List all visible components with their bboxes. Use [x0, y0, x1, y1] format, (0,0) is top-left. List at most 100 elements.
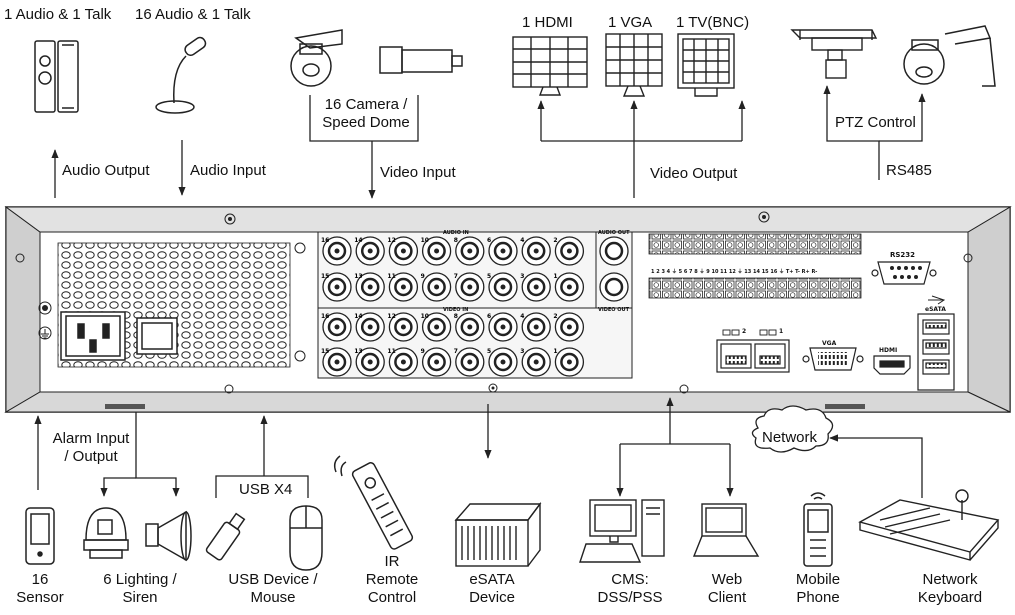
bnc-channel-number: 1: [553, 348, 557, 355]
bnc-connector-ring: [560, 352, 579, 372]
bnc-channel-number: 1: [553, 273, 557, 280]
bnc-audio-out: [599, 236, 629, 266]
bnc-connector-ring: [360, 241, 380, 261]
label-network: Network: [762, 429, 818, 446]
lan-network-icon: [722, 329, 777, 336]
bnc-connector-pin: [434, 324, 440, 330]
bnc-connector-ring: [327, 277, 347, 297]
label-rs485: RS485: [886, 162, 932, 179]
esata-device-icon: [454, 501, 542, 567]
label-alarm-io: Alarm Input / Output: [52, 430, 130, 465]
laptop-icon: [692, 503, 760, 557]
bnc-connector-ring: [394, 352, 413, 372]
box-camera-icon: [379, 46, 463, 74]
network-cloud-icon: [751, 405, 834, 453]
bnc-connector-ring: [427, 317, 446, 337]
bnc-channel-number: 6: [487, 237, 491, 244]
label-ir-remote: IR Remote Control: [365, 553, 419, 606]
bnc-connector-pin: [533, 324, 539, 330]
bnc-channel-number: 8: [454, 237, 458, 244]
bnc-connector-ring: [604, 241, 624, 261]
bnc-channel-number: 7: [454, 348, 458, 355]
bnc-connector-pin: [566, 284, 572, 290]
bnc-connector-pin: [533, 359, 539, 365]
bnc-channel-number: 11: [387, 348, 395, 355]
tv-monitor-icon: [677, 33, 735, 97]
bnc-connector-ring: [493, 352, 513, 372]
bnc-connector-pin: [400, 284, 406, 290]
bnc-channel-number: 14: [354, 237, 362, 244]
bnc-channel-number: 10: [421, 313, 429, 320]
label-web-client: Web Client: [707, 571, 747, 606]
bnc-connector-ring: [526, 241, 546, 261]
mobile-phone-icon: [803, 492, 833, 567]
bnc-channel-number: 6: [487, 313, 491, 320]
top-connector-lines: [51, 85, 926, 199]
bnc-connector-pin: [434, 359, 440, 365]
siren-light-icon: [83, 507, 129, 559]
bnc-channel-number: 3: [520, 348, 524, 355]
bnc-channel-number: 7: [454, 273, 458, 280]
label-audio-talk-1: 1 Audio & 1 Talk: [4, 6, 112, 23]
bnc-connector-pin: [566, 324, 572, 330]
bnc-channel-number: 12: [387, 237, 395, 244]
bnc-connector-ring: [327, 317, 347, 337]
bnc-connector-ring: [560, 241, 579, 261]
bnc-connector-ring: [460, 277, 480, 297]
bnc-connector-pin: [500, 284, 506, 290]
bnc-video-out: [599, 272, 629, 302]
bnc-connector-ring: [360, 352, 380, 372]
ground-icon: [38, 326, 52, 340]
bnc-connector-pin: [367, 248, 373, 254]
bnc-channel-number: 5: [487, 273, 491, 280]
ptz-camera-icon: [790, 29, 878, 79]
bnc-connector-ring: [427, 352, 446, 372]
bnc-channel-number: 12: [387, 313, 395, 320]
bnc-channel-number: 8: [454, 313, 458, 320]
label-audio-input: Audio Input: [190, 162, 266, 179]
bnc-channel-number: 4: [520, 237, 524, 244]
bnc-channel-number: 3: [520, 273, 524, 280]
bnc-connector-ring: [493, 277, 513, 297]
panel-label-esata: eSATA: [925, 306, 946, 313]
label-vga: 1 VGA: [608, 14, 653, 31]
bnc-connector-pin: [434, 284, 440, 290]
bnc-connector-ring: [394, 241, 413, 261]
panel-label-lan2: 2: [742, 328, 747, 335]
bnc-channel-number: 5: [487, 348, 491, 355]
bnc-channel-number: 11: [387, 273, 395, 280]
bnc-connector-ring: [360, 317, 380, 337]
bnc-connector-pin: [500, 359, 506, 365]
bnc-connector-pin: [467, 359, 473, 365]
label-cms: CMS: DSS/PSS: [597, 571, 663, 606]
bnc-connector-ring: [427, 277, 446, 297]
bnc-channel-number: 13: [354, 348, 362, 355]
microphone-icon: [155, 36, 207, 114]
alarm-terminal-block: [648, 233, 862, 299]
label-network-keyboard: Network Keyboard: [917, 571, 983, 606]
usb-stick-icon: [205, 512, 246, 561]
bnc-channel-number: 16: [321, 237, 329, 244]
ptz-dome-icon: [903, 25, 996, 87]
bnc-channel-number: 13: [354, 273, 362, 280]
bnc-connector-pin: [367, 284, 373, 290]
bnc-channel-number: 15: [321, 273, 329, 280]
bnc-connector-pin: [500, 248, 506, 254]
bnc-connector-ring: [360, 277, 380, 297]
label-mobile-phone: Mobile Phone: [795, 571, 841, 606]
bnc-connector-pin: [434, 248, 440, 254]
bnc-channel-number: 15: [321, 348, 329, 355]
bnc-connector-ring: [394, 277, 413, 297]
vga-port: [802, 347, 864, 371]
label-esata-device: eSATA Device: [469, 571, 515, 606]
bnc-channel-number: 2: [553, 313, 557, 320]
siren-horn-icon: [145, 510, 192, 562]
bnc-connector-pin: [467, 284, 473, 290]
bnc-connector-ring: [493, 317, 513, 337]
rs232-port: [871, 261, 937, 285]
bottom-connector-lines: [34, 397, 923, 498]
remote-control-icon: [333, 455, 414, 550]
bnc-connector-pin: [566, 359, 572, 365]
